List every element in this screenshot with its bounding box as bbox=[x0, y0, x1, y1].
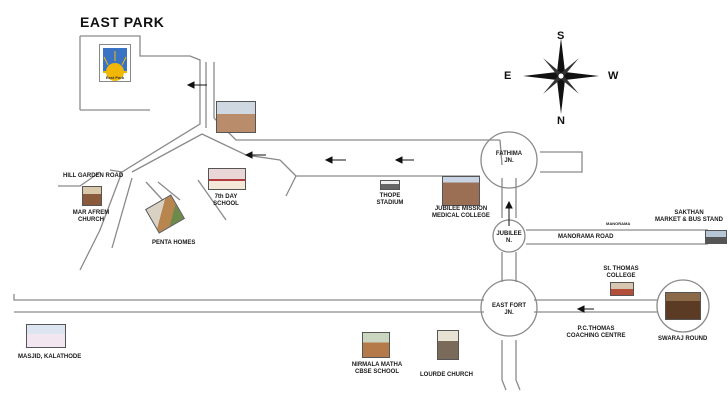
arrow-left-icon bbox=[244, 151, 266, 159]
sun-logo-icon bbox=[103, 48, 127, 81]
main-road-top-west bbox=[13, 294, 484, 301]
fathima-junction-label: FATHIMA JN. bbox=[490, 151, 528, 165]
hill-garden-road-west bbox=[58, 171, 101, 187]
lourde-church-photo bbox=[437, 330, 459, 360]
arrow-left-icon bbox=[324, 156, 346, 164]
label-line: STADIUM bbox=[376, 200, 404, 206]
thope-stadium-label: THOPE STADIUM bbox=[372, 193, 408, 207]
label-line: CHURCH bbox=[78, 217, 104, 223]
jubilee-mission-label: JUBILEE MISSION MEDICAL COLLEGE bbox=[427, 206, 495, 220]
pc-thomas-label: P.C.THOMAS COACHING CENTRE bbox=[566, 326, 626, 340]
label-line: JN. bbox=[504, 310, 514, 316]
label-line: MEDICAL COLLEGE bbox=[432, 213, 490, 219]
label-line: P.C.THOMAS bbox=[577, 326, 615, 332]
east-fort-junction-label: EAST FORT JN. bbox=[484, 303, 534, 317]
masjid-photo bbox=[26, 324, 66, 348]
st-thomas-college-photo bbox=[610, 282, 634, 296]
hill-garden-road-diagonal-2 bbox=[111, 177, 133, 249]
label-line: SCHOOL bbox=[213, 201, 239, 207]
label-line: NIRMALA MATHA bbox=[351, 362, 403, 368]
compass-south-label: S bbox=[557, 30, 565, 42]
label-line: 7th DAY bbox=[214, 194, 238, 200]
label-line: JUBILEE bbox=[496, 231, 522, 237]
arrow-left-icon bbox=[394, 156, 414, 164]
label-line: N. bbox=[506, 238, 512, 244]
label-line: SAKTHAN bbox=[674, 210, 704, 216]
hill-garden-road-label: HILL GARDEN ROAD bbox=[63, 173, 124, 179]
manorama-small-label: MANORAMA bbox=[606, 221, 631, 226]
east-park-logo: East Park bbox=[99, 44, 131, 82]
seventh-day-school-label: 7th DAY SCHOOL bbox=[206, 194, 246, 208]
sakthan-market-photo bbox=[705, 230, 727, 244]
label-line: THOPE bbox=[379, 193, 401, 199]
mar-afrem-church-photo bbox=[82, 186, 102, 206]
arrow-left-icon bbox=[186, 81, 207, 89]
compass-east-label: E bbox=[504, 70, 512, 82]
label-line: EAST FORT bbox=[492, 303, 526, 309]
fathima-road-east bbox=[540, 151, 583, 173]
label-line: COACHING CENTRE bbox=[566, 333, 626, 339]
label-line: JUBILEE MISSION bbox=[434, 206, 488, 212]
junction-link bbox=[279, 159, 297, 177]
nirmala-school-photo bbox=[362, 332, 390, 358]
arrow-up-icon bbox=[505, 200, 513, 226]
label-line: FATHIMA bbox=[495, 151, 523, 157]
jubilee-junction-label: JUBILEE N. bbox=[494, 231, 524, 245]
thope-stadium-photo bbox=[380, 180, 400, 190]
label-line: MARKET & BUS STAND bbox=[655, 217, 723, 223]
arrow-left-icon bbox=[576, 305, 594, 313]
mar-afrem-church-label: MAR AFREM CHURCH bbox=[63, 210, 119, 224]
label-line: MAR AFREM bbox=[72, 210, 110, 216]
st-thomas-college-label: St. THOMAS COLLEGE bbox=[596, 266, 646, 280]
nirmala-school-label: NIRMALA MATHA CBSE SCHOOL bbox=[350, 362, 404, 376]
north-south-road-west-c bbox=[501, 340, 507, 391]
building-photo bbox=[216, 101, 256, 133]
seventh-day-school-photo bbox=[208, 168, 246, 190]
fathima-junction-circle bbox=[480, 131, 538, 189]
seventh-day-road bbox=[197, 179, 227, 221]
logo-text: East Park bbox=[105, 75, 125, 80]
penta-homes-label: PENTA HOMES bbox=[152, 240, 196, 246]
jubilee-mission-photo bbox=[442, 176, 480, 206]
sakthan-market-label: SAKTHAN MARKET & BUS STAND bbox=[650, 210, 728, 224]
fathima-road-top bbox=[213, 117, 500, 141]
compass-west-label: W bbox=[608, 70, 619, 82]
east-fort-junction-circle bbox=[480, 279, 538, 337]
label-line: COLLEGE bbox=[606, 273, 636, 279]
compass-north-label: N bbox=[557, 115, 565, 127]
swaraj-round-circle bbox=[656, 279, 710, 333]
compass-rose-icon bbox=[523, 38, 599, 114]
north-south-road-east-c bbox=[515, 340, 521, 391]
east-park-road bbox=[80, 35, 201, 173]
fathima-road-upper-west bbox=[131, 133, 281, 173]
label-line: St. THOMAS bbox=[603, 266, 639, 272]
label-line: JN. bbox=[504, 158, 514, 164]
fathima-link bbox=[499, 139, 503, 166]
map-title: EAST PARK bbox=[80, 14, 165, 30]
penta-road-2 bbox=[157, 181, 181, 201]
swaraj-round-label: SWARAJ ROUND bbox=[658, 336, 708, 342]
swaraj-round-photo bbox=[665, 292, 701, 320]
hill-garden-road-diagonal bbox=[79, 171, 123, 271]
manorama-road-label: MANORAMA ROAD bbox=[558, 234, 614, 240]
masjid-label: MASJID, KALATHODE bbox=[18, 354, 82, 360]
lourde-church-label: LOURDE CHURCH bbox=[420, 372, 473, 378]
label-line: CBSE SCHOOL bbox=[354, 369, 399, 375]
